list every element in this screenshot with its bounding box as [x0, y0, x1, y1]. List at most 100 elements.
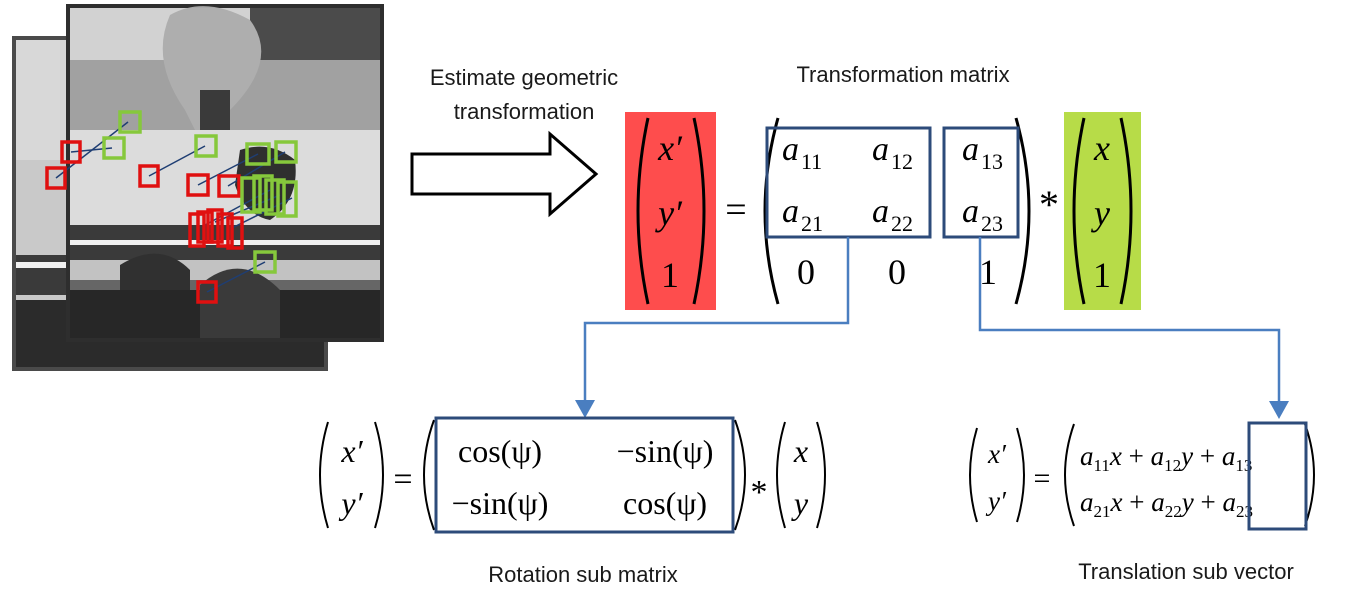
keypoint-green — [194, 134, 218, 158]
multiply-operator: * — [1039, 182, 1059, 227]
tr-lhs-x-prime: x′ — [987, 439, 1007, 469]
matrix-entry-1: 1 — [979, 252, 997, 292]
keypoint-red — [138, 164, 160, 188]
keypoint-green — [102, 136, 126, 160]
down-arrow-icon — [1269, 401, 1289, 419]
keypoint-green — [274, 140, 298, 164]
rot-rhs-x: x — [793, 433, 808, 469]
rhs-vector-highlight — [1064, 112, 1141, 310]
front-image-frame — [66, 4, 384, 342]
rhs-x: x — [1093, 128, 1110, 168]
rot-entry-cos: cos(ψ) — [458, 433, 542, 469]
keypoint-red — [217, 174, 241, 198]
rot-entry-neg-sin: −sin(ψ) — [452, 485, 549, 521]
svg-text:a: a — [872, 131, 889, 168]
matrix-right-paren — [1014, 117, 1031, 305]
keypoint-green — [118, 110, 142, 134]
matrix-entry: a 12 — [872, 131, 913, 174]
keypoint-red — [226, 216, 244, 250]
keypoint-green — [253, 250, 277, 274]
red-keypoints — [45, 140, 244, 304]
estimate-label-line2: transformation — [454, 99, 595, 124]
rhs-y: y — [1091, 193, 1110, 233]
tr-lhs-y-prime: y′ — [985, 486, 1007, 516]
rot-lhs-x-prime: x′ — [340, 433, 363, 469]
translation-sub-vector-label: Translation sub vector — [1078, 559, 1294, 584]
matrix-entry: a 23 — [962, 193, 1003, 236]
keypoint-red — [216, 212, 234, 248]
tr-lhs-left-paren — [969, 427, 978, 523]
svg-text:22: 22 — [891, 211, 913, 236]
lhs-left-paren — [636, 117, 650, 305]
rhs-one: 1 — [1093, 255, 1111, 295]
rot-rhs-left-paren — [776, 421, 786, 529]
rot-rhs-right-paren — [816, 421, 826, 529]
svg-text:23: 23 — [981, 211, 1003, 236]
translation-row-1: a11x + a12y + a13 — [1080, 441, 1252, 475]
equals-sign: = — [725, 189, 746, 231]
rot-entry-neg-sin: −sin(ψ) — [617, 433, 714, 469]
translation-connector — [978, 237, 1281, 403]
image-frames — [12, 4, 384, 371]
rotation-sub-matrix-label: Rotation sub matrix — [488, 562, 678, 587]
svg-text:a11x + a12y + a13: a11x + a12y + a13 — [1080, 441, 1252, 475]
keypoint-green — [245, 142, 271, 166]
translation-row-2: a21x + a22y + a23 — [1080, 487, 1253, 521]
matrix-left-paren — [763, 117, 780, 305]
transformation-matrix-label: Transformation matrix — [796, 62, 1009, 87]
lhs-one: 1 — [661, 255, 679, 295]
keypoint-green — [276, 180, 298, 218]
svg-text:a: a — [872, 193, 889, 230]
estimate-label-line1: Estimate geometric — [430, 65, 618, 90]
rot-lhs-y-prime: y′ — [338, 485, 363, 521]
rot-entry-cos: cos(ψ) — [623, 485, 707, 521]
rot-multiply-operator: * — [751, 474, 768, 511]
svg-text:a: a — [782, 193, 799, 230]
svg-text:12: 12 — [891, 149, 913, 174]
matrix-entry: a 13 — [962, 131, 1003, 174]
translation-equation: x′ y′ = a11x + a12y + a13 a21x + a22y + … — [969, 421, 1315, 531]
keypoint-red — [45, 166, 67, 190]
rot-lhs-right-paren — [374, 421, 384, 529]
rot-matrix-right-paren — [734, 419, 746, 531]
keypoint-green — [240, 176, 262, 214]
main-equation: x′ y′ 1 = a 11 a 12 a 13 a 21 a 22 a 2 — [625, 112, 1141, 310]
matrix-entry: a 22 — [872, 193, 913, 236]
connectors — [575, 237, 1289, 419]
rotation-connector — [583, 237, 850, 402]
rotation-equation: x′ y′ = cos(ψ) −sin(ψ) −sin(ψ) cos(ψ) * … — [319, 416, 826, 534]
svg-text:13: 13 — [981, 149, 1003, 174]
rot-lhs-left-paren — [319, 421, 329, 529]
rot-rhs-y: y — [791, 485, 809, 521]
svg-text:a: a — [962, 193, 979, 230]
keypoint-red — [196, 210, 214, 244]
tr-equals-sign: = — [1034, 462, 1051, 495]
tr-lhs-right-paren — [1016, 427, 1025, 523]
green-keypoints — [102, 110, 298, 274]
svg-text:a: a — [962, 131, 979, 168]
matrix-entry: a 11 — [782, 131, 822, 174]
translation-vector-box — [1247, 421, 1308, 531]
keypoint-red — [196, 280, 218, 304]
lhs-right-paren — [692, 117, 706, 305]
tr-matrix-left-paren — [1064, 423, 1075, 527]
rhs-right-paren — [1119, 117, 1133, 305]
rot-equals-sign: = — [393, 461, 412, 498]
svg-text:a: a — [782, 131, 799, 168]
sub-11: 11 — [801, 149, 822, 174]
keypoint-green — [264, 178, 286, 216]
down-arrow-icon — [575, 400, 595, 418]
rhs-left-paren — [1072, 117, 1086, 305]
matrix-entry-0: 0 — [888, 252, 906, 292]
lhs-y-prime: y′ — [655, 193, 683, 233]
tr-matrix-right-paren — [1304, 423, 1315, 527]
keypoint-red — [60, 140, 82, 164]
svg-text:21: 21 — [801, 211, 823, 236]
svg-text:a21x + a22y + a23: a21x + a22y + a23 — [1080, 487, 1253, 521]
keypoint-green — [252, 174, 274, 212]
keypoint-red — [206, 208, 224, 244]
matrix-entry-0: 0 — [797, 252, 815, 292]
rot-matrix-left-paren — [423, 419, 435, 531]
matrix-entry: a 21 — [782, 193, 823, 236]
